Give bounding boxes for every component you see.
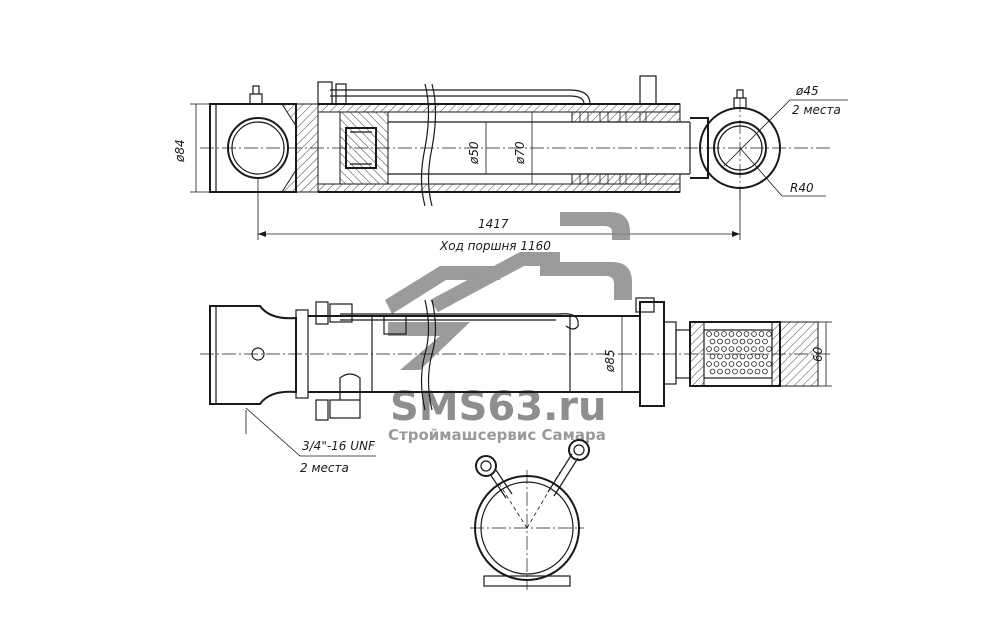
filter-hole [713,361,720,367]
filter-hole [754,338,761,345]
dim-rod-diameter: ø70 [513,141,527,165]
filter-hole [766,346,772,352]
filter-hole [751,331,757,337]
filter-hole [732,353,738,360]
filter-hole [754,353,761,360]
filter-hole [739,338,746,345]
end-view [470,439,590,590]
dim-filter-width: 60 [811,346,825,362]
filter-hole [728,361,735,367]
filter-hole [743,361,750,367]
filter-hole [747,338,753,345]
filter-hole [709,338,716,345]
filter-hole [706,346,712,352]
dim-eye-pin-count: 2 места [792,103,841,117]
filter-hole [724,353,731,360]
filter-hole [766,361,772,367]
dim-body-diameter: ø85 [603,349,617,373]
filter-hole [762,368,768,375]
filter-hole [736,361,742,367]
filter-hole [706,331,712,337]
filter-hole [758,331,765,337]
filter-hole [709,353,716,360]
filter-hole [721,361,727,367]
filter-hole [717,338,723,345]
dim-bore-diameter: ø84 [173,139,187,163]
filter-hole [728,346,735,352]
dim-stroke: Ход поршня 1160 [439,239,551,253]
filter-hole [732,368,738,375]
filter-mesh [706,331,772,375]
filter-hole [732,338,738,345]
filter-hole [717,368,723,375]
filter-hole [754,368,761,375]
filter-hole [758,361,765,367]
gland-seals [579,111,647,185]
watermark-tagline: Строймашсервис Самара [388,426,606,444]
filter-hole [743,346,750,352]
filter-hole [713,346,720,352]
filter-hole [747,368,753,375]
filter-hole [717,353,723,360]
dim-port-thread: 3/4"-16 UNF [302,439,376,453]
filter-hole [747,353,753,360]
side-external-view: ø85 60 3/4"-16 UNF 2 места [200,297,832,475]
dim-total-length: 1417 [478,217,509,231]
filter-hole [766,331,772,337]
filter-hole [724,338,731,345]
filter-hole [762,338,768,345]
filter-hole [721,346,727,352]
filter-hole [724,368,731,375]
filter-hole [751,346,757,352]
filter-hole [739,368,746,375]
filter-hole [736,346,742,352]
filter-hole [736,331,742,337]
filter-hole [758,346,765,352]
dim-rod-inner-diameter: ø50 [467,141,481,165]
filter-hole [721,331,727,337]
filter-hole [709,368,716,375]
filter-hole [762,353,768,360]
filter-hole [739,353,746,360]
filter-hole [751,361,757,367]
dim-eye-radius: R40 [790,181,814,195]
filter-hole [728,331,735,337]
filter-hole [706,361,712,367]
filter-hole [743,331,750,337]
filter-hole [713,331,720,337]
top-section-view: ø84 ø50 ø70 ø45 2 места R40 1417 Ход пор… [173,75,848,253]
watermark-logo [385,212,632,370]
dim-eye-pin-diameter: ø45 [795,84,819,98]
dim-port-count: 2 места [300,461,349,475]
